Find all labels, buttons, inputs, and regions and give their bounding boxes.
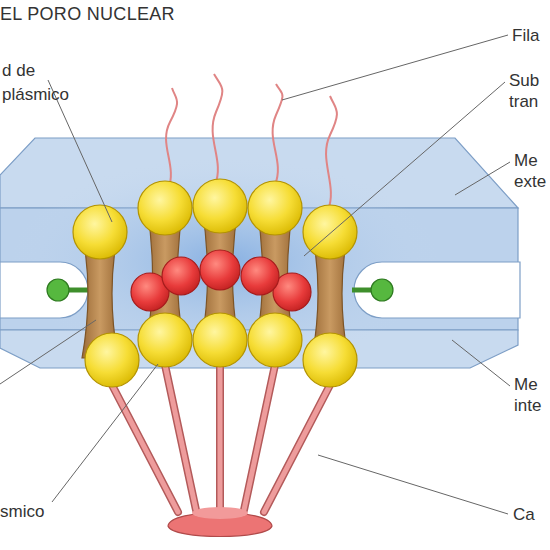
leader-line bbox=[282, 35, 508, 100]
part-label: Me exte bbox=[514, 150, 550, 192]
basket-fiber bbox=[112, 385, 178, 512]
part-label: Ca bbox=[513, 504, 550, 525]
part-label: d de plásmico bbox=[2, 59, 84, 107]
part-label: Sub tran bbox=[509, 70, 550, 112]
leader-line bbox=[0, 320, 96, 384]
ring-subunit bbox=[248, 181, 302, 235]
leader-line bbox=[318, 455, 508, 514]
part-label: smico bbox=[0, 501, 60, 522]
anchor-knob bbox=[371, 279, 393, 301]
leader-line bbox=[452, 340, 510, 386]
leader-line bbox=[455, 162, 510, 195]
nuclear-basket bbox=[112, 365, 330, 537]
basket-fiber bbox=[244, 365, 275, 510]
basket-ring-highlight bbox=[192, 507, 248, 519]
perinuclear-space bbox=[354, 262, 520, 318]
leader-lines bbox=[0, 35, 510, 514]
ring-subunit bbox=[138, 313, 192, 367]
transporter-subunit bbox=[162, 257, 200, 295]
filament bbox=[273, 84, 283, 185]
ring-subunit bbox=[138, 181, 192, 235]
basket-fiber bbox=[216, 367, 224, 508]
basket-fiber bbox=[264, 385, 330, 512]
nuclear-ring bbox=[85, 313, 357, 387]
ring-subunit bbox=[248, 313, 302, 367]
ring-subunit bbox=[303, 205, 357, 259]
basket-fiber bbox=[218, 367, 223, 508]
basket-fiber bbox=[165, 365, 196, 510]
pore-glow bbox=[10, 157, 440, 367]
part-label: Me inte bbox=[514, 374, 550, 416]
ring-subunit bbox=[303, 333, 357, 387]
anchor-knob bbox=[47, 279, 69, 301]
ring-subunit bbox=[85, 333, 139, 387]
central-transporter bbox=[131, 250, 311, 311]
filament bbox=[326, 96, 337, 210]
filament bbox=[213, 74, 223, 185]
ring-subunit bbox=[193, 179, 247, 233]
transporter-subunit bbox=[200, 250, 240, 290]
part-label: Fila bbox=[512, 25, 550, 46]
diagram-title: EL PORO NUCLEAR bbox=[0, 3, 175, 25]
cytoplasmic-filaments bbox=[166, 74, 337, 210]
transporter-subunit bbox=[241, 257, 279, 295]
basket-fiber bbox=[165, 365, 196, 510]
basket-fiber bbox=[244, 365, 275, 510]
ring-subunit bbox=[193, 313, 247, 367]
basket-fiber bbox=[264, 385, 330, 512]
nuclear-envelope bbox=[0, 138, 520, 368]
ring-subunit bbox=[73, 205, 127, 259]
filament bbox=[166, 88, 177, 190]
basket-fiber bbox=[112, 385, 178, 512]
leader-line bbox=[304, 82, 505, 256]
leader-line bbox=[52, 364, 158, 502]
